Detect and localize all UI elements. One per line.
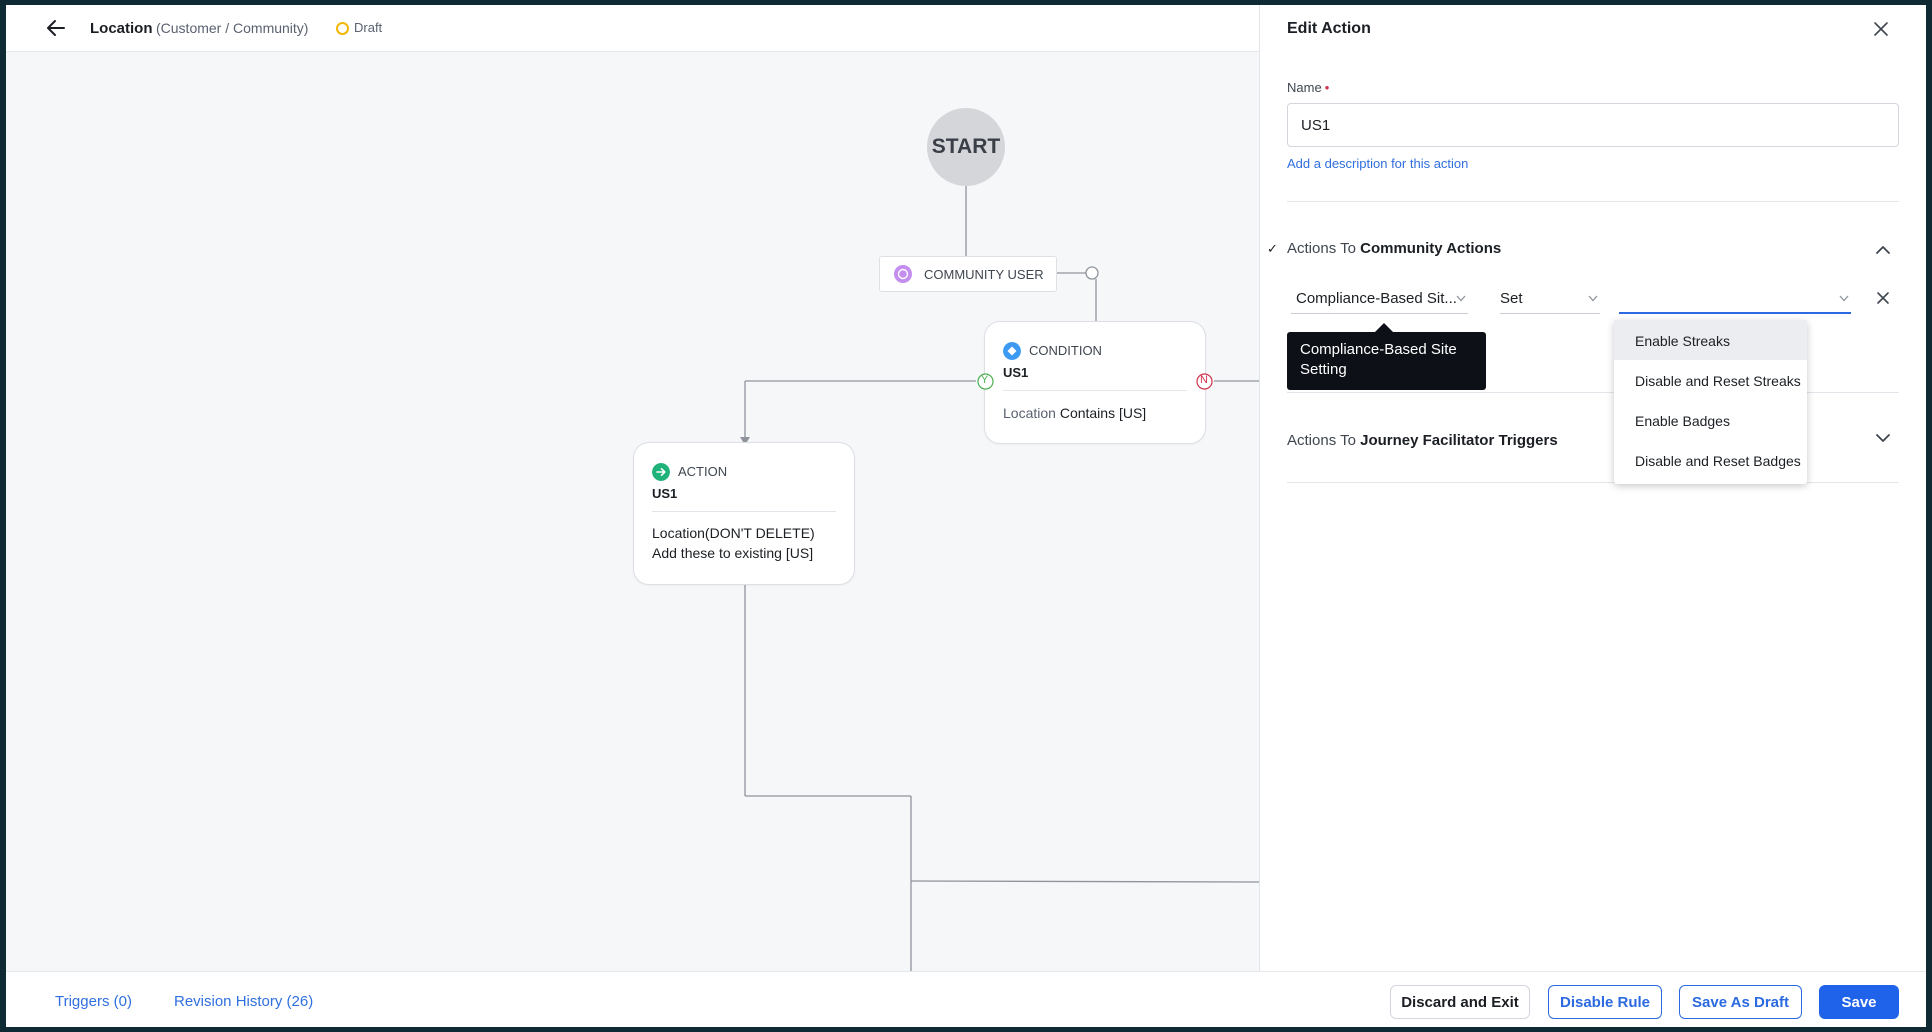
action-node-name: US1 xyxy=(652,486,678,501)
save-as-draft-button[interactable]: Save As Draft xyxy=(1679,985,1802,1019)
trigger-node-label: COMMUNITY USER xyxy=(924,267,1044,282)
chevron-down-icon xyxy=(1839,295,1849,302)
trigger-node[interactable]: COMMUNITY USER xyxy=(879,256,1057,292)
status-badge: Draft xyxy=(354,20,383,35)
field-tooltip: Compliance-Based Site Setting xyxy=(1287,332,1486,390)
chevron-down-icon[interactable] xyxy=(1876,433,1890,443)
panel-title: Edit Action xyxy=(1287,20,1371,37)
field-select[interactable]: Compliance-Based Sit... xyxy=(1291,284,1468,314)
yes-branch-label: Y xyxy=(981,374,989,386)
save-button[interactable]: Save xyxy=(1819,985,1899,1019)
action-line-2: Add these to existing [US] xyxy=(652,545,814,561)
divider xyxy=(1003,390,1187,391)
name-input[interactable] xyxy=(1287,103,1899,147)
triggers-link[interactable]: Triggers (0) xyxy=(55,993,132,1010)
action-node-type: ACTION xyxy=(678,464,728,479)
chevron-down-icon xyxy=(1588,295,1598,302)
name-label: Name• xyxy=(1287,80,1330,95)
app-window: Location (Customer / Community) Draft xyxy=(6,5,1926,1027)
workflow-canvas[interactable]: START COMMUNITY USER CONDITION US1 Locat… xyxy=(6,51,1259,971)
connector-lines xyxy=(740,186,1259,971)
page-title: Location xyxy=(90,20,153,37)
page-subtitle: (Customer / Community) xyxy=(156,20,309,36)
close-icon[interactable] xyxy=(1872,20,1890,38)
revision-history-link[interactable]: Revision History (26) xyxy=(174,993,314,1010)
divider xyxy=(1287,392,1899,393)
start-node[interactable]: START xyxy=(927,108,1005,186)
chevron-up-icon[interactable] xyxy=(1876,245,1890,255)
condition-icon xyxy=(1003,342,1021,360)
community-user-icon xyxy=(894,265,912,283)
operator-select[interactable]: Set xyxy=(1500,284,1600,314)
dropdown-option[interactable]: Enable Badges xyxy=(1635,413,1730,429)
remove-row-icon[interactable] xyxy=(1876,291,1890,305)
divider xyxy=(1287,201,1899,202)
condition-node-name: US1 xyxy=(1003,365,1029,380)
value-dropdown-menu: Enable Streaks Disable and Reset Streaks… xyxy=(1614,320,1807,484)
condition-node-type: CONDITION xyxy=(1029,343,1102,358)
connector-handle xyxy=(1085,266,1099,280)
action-arrow-icon xyxy=(652,463,670,481)
action-line-1: Location(DON'T DELETE) xyxy=(652,525,815,541)
check-icon: ✓ xyxy=(1267,241,1278,256)
action-node[interactable]: ACTION US1 Location(DON'T DELETE) Add th… xyxy=(633,442,855,585)
edit-action-panel: Edit Action Name• Add a description for … xyxy=(1259,5,1926,971)
back-arrow-icon[interactable] xyxy=(44,17,68,39)
no-branch-label: N xyxy=(1200,374,1208,386)
yes-branch-icon xyxy=(977,373,994,390)
dropdown-option[interactable]: Disable and Reset Badges xyxy=(1635,453,1801,469)
footer-bar: Triggers (0) Revision History (26) Disca… xyxy=(6,971,1926,1027)
value-select[interactable] xyxy=(1619,284,1851,314)
dropdown-option[interactable]: Enable Streaks xyxy=(1614,320,1807,360)
divider xyxy=(652,511,836,512)
disable-rule-button[interactable]: Disable Rule xyxy=(1548,985,1662,1019)
section-journey-triggers-title[interactable]: Actions To Journey Facilitator Triggers xyxy=(1287,432,1558,449)
draft-status-icon xyxy=(336,22,349,35)
top-bar: Location (Customer / Community) Draft xyxy=(6,5,1259,52)
divider xyxy=(1287,482,1899,483)
tooltip-arrow xyxy=(1375,323,1393,332)
condition-rule: Location Contains [US] xyxy=(1003,405,1147,421)
add-description-link[interactable]: Add a description for this action xyxy=(1287,156,1469,171)
no-branch-icon xyxy=(1196,373,1213,390)
discard-and-exit-button[interactable]: Discard and Exit xyxy=(1390,985,1530,1019)
section-community-actions-title[interactable]: Actions To Community Actions xyxy=(1287,240,1502,257)
chevron-down-icon xyxy=(1456,295,1466,302)
condition-node[interactable]: CONDITION US1 Location Contains [US] xyxy=(984,321,1206,444)
dropdown-option[interactable]: Disable and Reset Streaks xyxy=(1635,373,1801,389)
